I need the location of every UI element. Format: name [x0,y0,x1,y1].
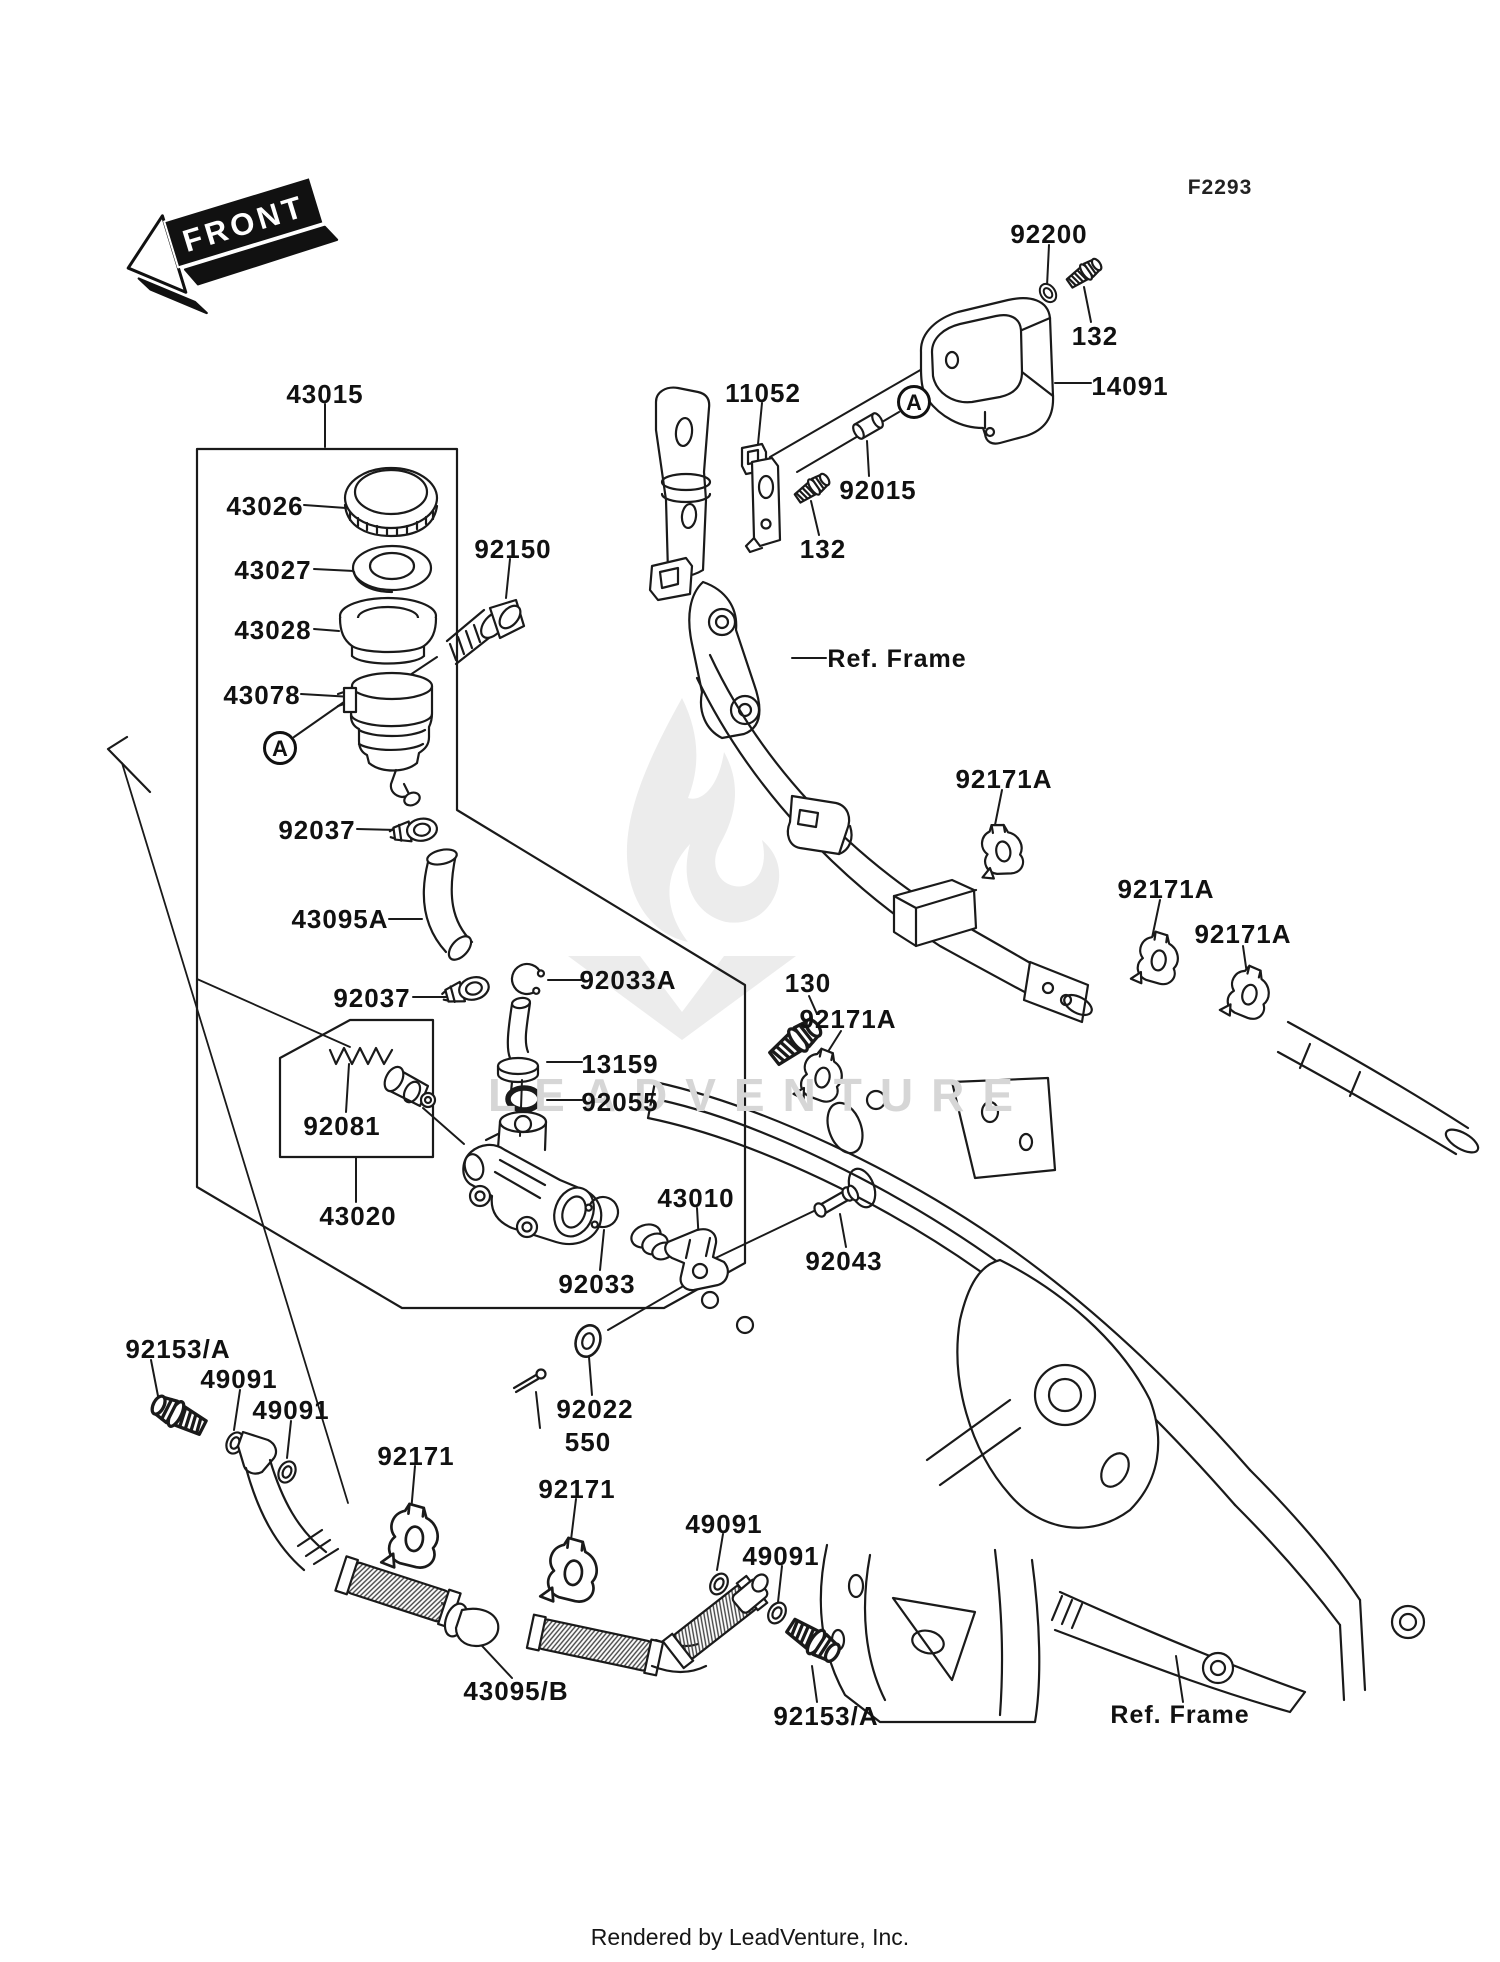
part-label-92015[interactable]: 92015 [839,475,917,505]
plate-43027-drawing [351,544,433,594]
clip-92171a-2-drawing [1129,928,1183,989]
part-label-92150[interactable]: 92150 [474,534,552,564]
part-label-11052[interactable]: 11052 [725,378,801,408]
front-direction-arrow: FRONT [126,176,339,315]
watermark-text: LEADVENTURE [488,1069,1032,1121]
part-label-92171-2[interactable]: 92171 [538,1474,616,1504]
ref-frame-label-top: Ref. Frame [827,645,967,673]
screw-132-bottom-drawing [791,469,834,507]
clamp-92037-bottom-drawing [439,972,493,1009]
clamp-92037-top-drawing [387,815,440,847]
part-label-92037-1[interactable]: 92037 [278,815,356,845]
part-label-92171a-4[interactable]: 92171A [799,1004,897,1034]
part-label-92043[interactable]: 92043 [805,1246,883,1276]
part-label-43020[interactable]: 43020 [319,1201,397,1231]
pin-92043-drawing [813,1184,860,1218]
cup-43028-drawing [338,596,438,665]
part-label-92171a-1[interactable]: 92171A [955,764,1053,794]
part-label-92171-1[interactable]: 92171 [377,1441,455,1471]
ref-frame-top-drawing [648,386,1480,1156]
clevis-43010-drawing [630,1223,729,1292]
hose-43095b-drawing [146,1389,846,1677]
master-cylinder-43020-drawing [462,1110,603,1246]
cotter-pin-550-drawing [512,1368,547,1394]
fiche-code: F2293 [1187,176,1253,199]
part-label-92200[interactable]: 92200 [1010,219,1088,249]
leadventure-logo-watermark [568,698,796,1040]
part-label-43015[interactable]: 43015 [286,379,364,409]
part-label-49091-1[interactable]: 49091 [200,1364,278,1394]
detail-boundary-box [106,447,747,1504]
ref-frame-rear-drawing [646,1076,1426,1724]
part-label-92171a-2[interactable]: 92171A [1117,874,1215,904]
clip-92171a-3-drawing [1218,960,1276,1025]
callout-a-left: A [263,731,297,765]
pipe-13159-drawing [496,996,540,1094]
part-label-43027[interactable]: 43027 [234,555,312,585]
part-label-92033a[interactable]: 92033A [579,965,677,995]
part-label-43095a[interactable]: 43095A [291,904,389,934]
part-label-132-1[interactable]: 132 [1071,321,1119,351]
part-label-92153a-2[interactable]: 92153/A [773,1701,879,1731]
washer-92022-drawing [574,1324,602,1358]
footer-credit: Rendered by LeadVenture, Inc. [590,1924,910,1950]
bolt-92150-drawing [445,598,526,666]
part-label-130[interactable]: 130 [784,968,832,998]
part-label-132-2[interactable]: 132 [799,534,847,564]
bracket-11052-drawing [740,442,782,554]
part-label-92033[interactable]: 92033 [558,1269,636,1299]
clip-92171a-1-drawing [972,819,1028,882]
ref-frame-label-bottom: Ref. Frame [1110,1701,1250,1729]
piston-kit-92081-drawing [328,1046,437,1109]
part-label-550[interactable]: 550 [564,1427,612,1457]
cover-14091-drawing [919,297,1055,445]
hose-43095a-drawing [422,848,474,961]
part-label-92022[interactable]: 92022 [556,1394,634,1424]
bolt-132-top-drawing [1063,254,1106,292]
part-label-49091-4[interactable]: 49091 [742,1541,820,1571]
part-label-43078[interactable]: 43078 [223,680,301,710]
callout-a-top: A [897,385,931,419]
reservoir-43078-drawing [336,671,434,807]
part-label-43010[interactable]: 43010 [657,1183,735,1213]
bushing-92015-drawing [852,412,884,440]
part-label-49091-3[interactable]: 49091 [685,1509,763,1539]
hose-clamp-92171-2-drawing [538,1534,602,1607]
part-label-13159[interactable]: 13159 [581,1049,659,1079]
o-ring-92055-drawing [505,1085,543,1113]
part-label-92055[interactable]: 92055 [581,1087,659,1117]
snap-ring-92033a-drawing [507,959,547,999]
part-label-43095b[interactable]: 43095/B [463,1676,569,1706]
part-label-92171a-3[interactable]: 92171A [1194,919,1292,949]
part-label-43028[interactable]: 43028 [234,615,312,645]
part-label-92081[interactable]: 92081 [303,1111,381,1141]
part-label-14091[interactable]: 14091 [1091,371,1169,401]
part-label-49091-2[interactable]: 49091 [252,1395,330,1425]
part-label-92153a-1[interactable]: 92153/A [125,1334,231,1364]
part-label-43026[interactable]: 43026 [226,491,304,521]
cap-43026-drawing [343,466,439,538]
hose-clamp-92171-1-drawing [379,1500,443,1573]
part-label-92037-2[interactable]: 92037 [333,983,411,1013]
